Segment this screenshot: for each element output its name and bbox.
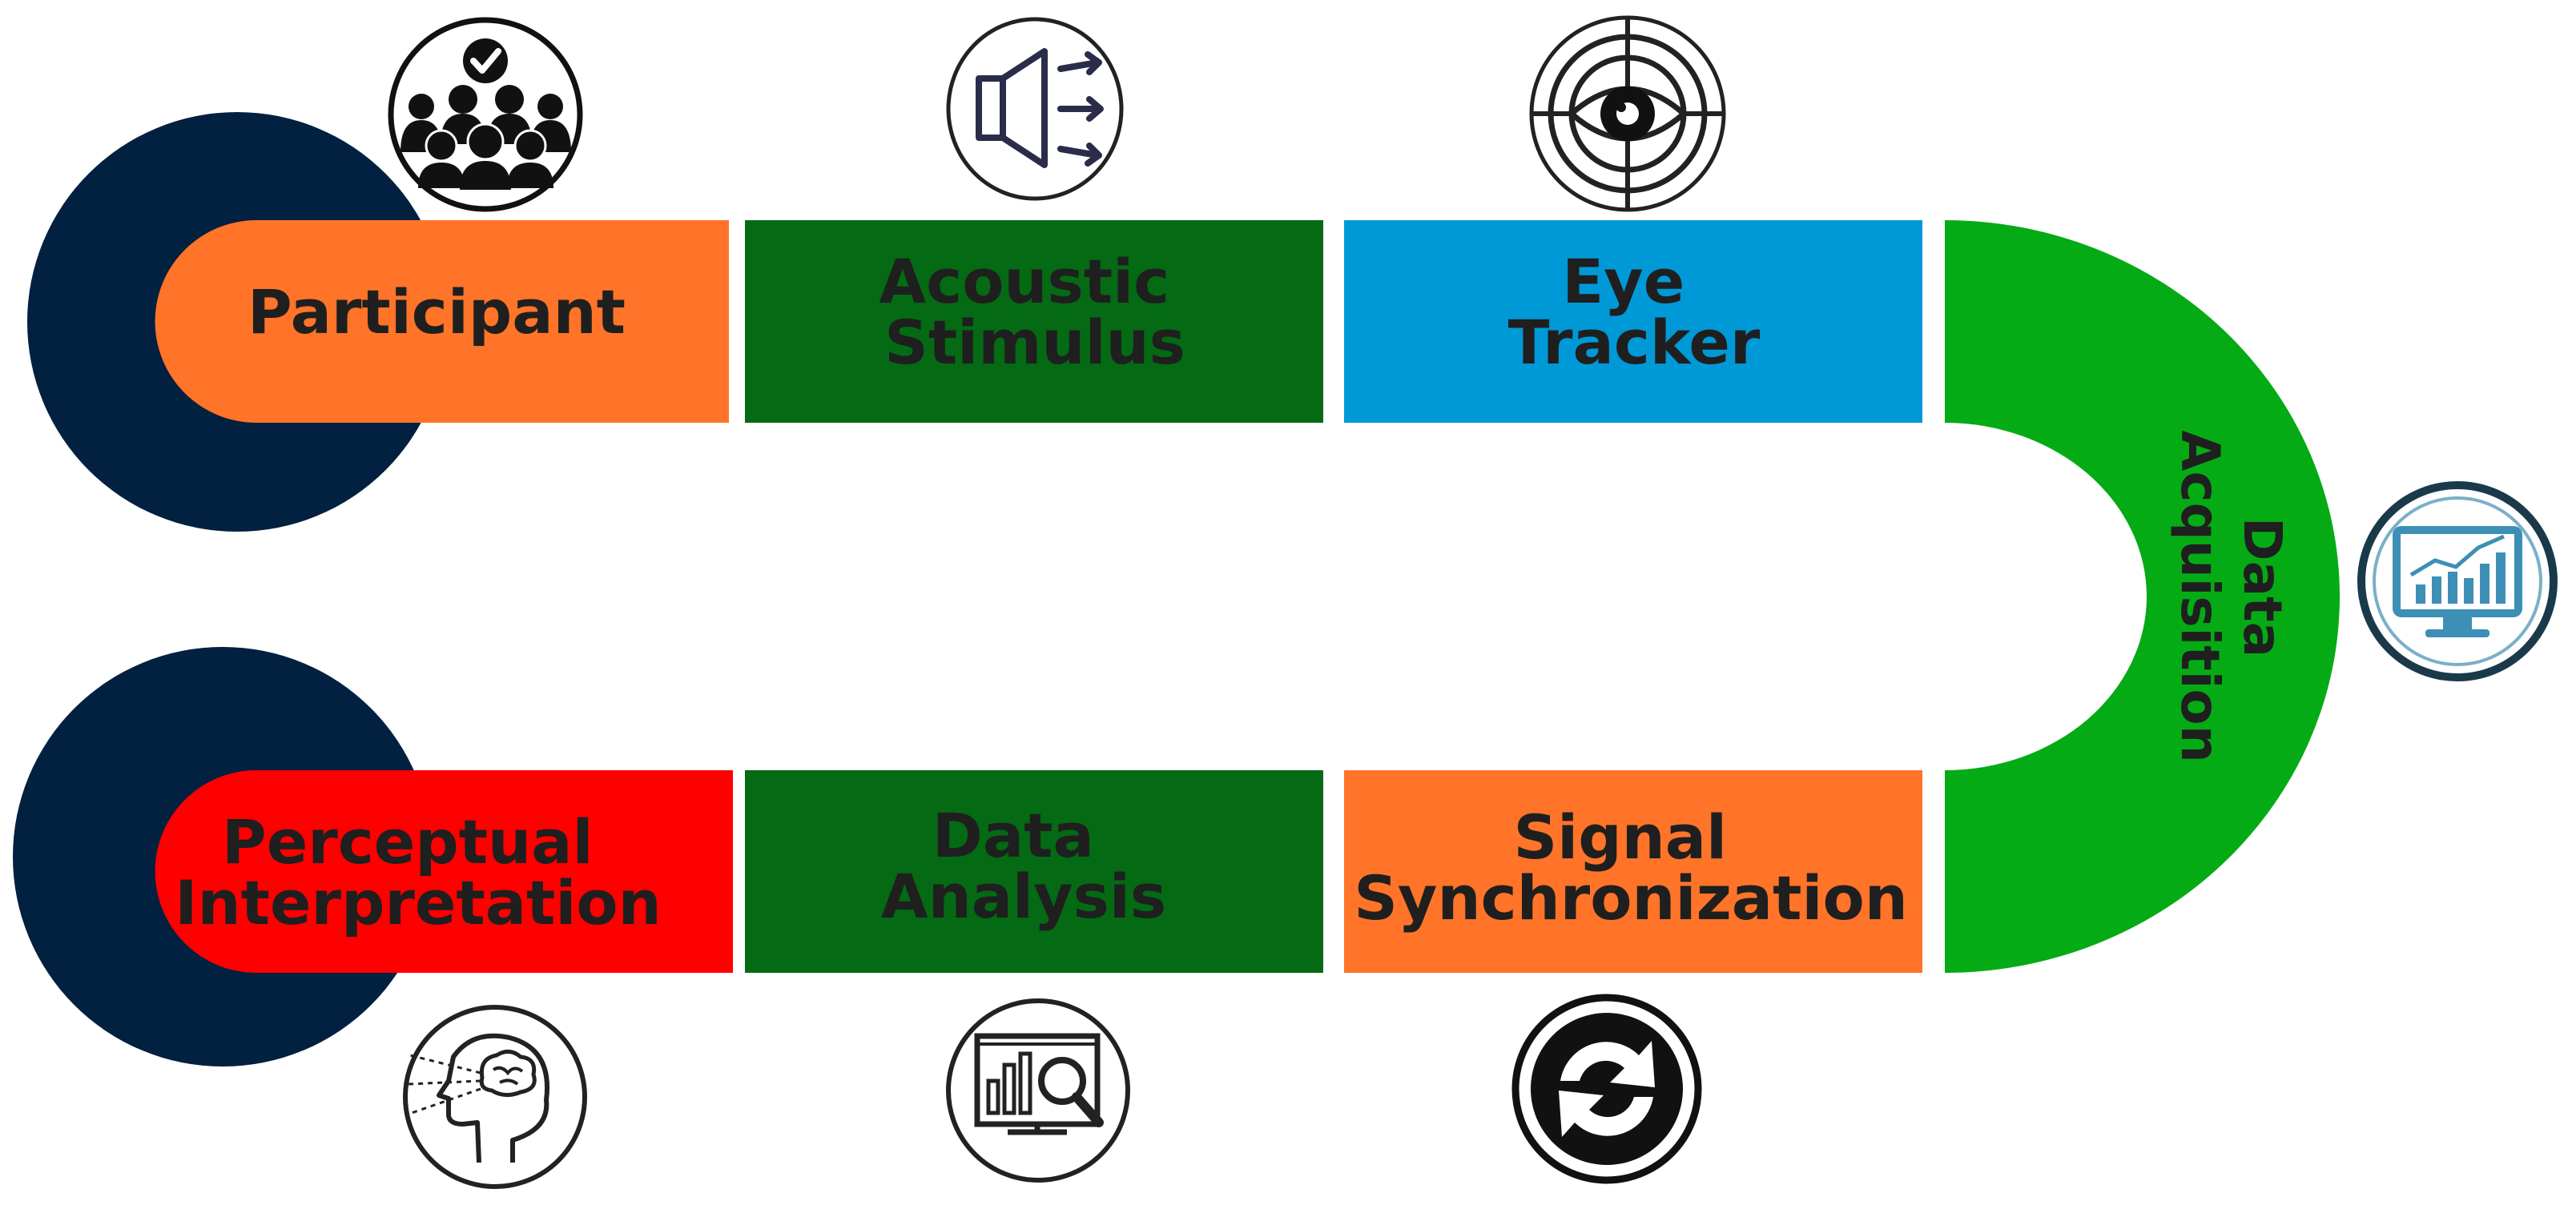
- data-acquisition-label: Data Acquisition: [2169, 430, 2293, 762]
- perceptual-interpretation-label: Perceptual Interpretation: [175, 806, 661, 938]
- chart-magnifier-icon: [946, 998, 1130, 1183]
- signal-synchronization-label: Signal Synchronization: [1354, 801, 1908, 934]
- monitor-chart-icon: [2357, 481, 2558, 681]
- sync-arrows-icon: [1511, 994, 1702, 1184]
- perceptual-interpretation-block: [155, 770, 733, 973]
- head-brain-icon: [403, 1005, 587, 1189]
- participant-block: [155, 220, 730, 423]
- participant-label: Participant: [248, 276, 626, 347]
- signal-synchronization-block: [1344, 770, 1922, 973]
- eye-tracker-label: Eye Tracker: [1508, 246, 1761, 378]
- acoustic-stimulus-block: [745, 220, 1323, 423]
- eye-target-icon: [1529, 15, 1726, 212]
- data-acquisition-arc: [1945, 220, 2340, 973]
- acoustic-stimulus-label: Acoustic Stimulus: [879, 246, 1190, 378]
- participant-group-icon: [388, 17, 583, 212]
- data-analysis-label: Data Analysis: [881, 800, 1166, 932]
- speaker-icon: [946, 17, 1124, 201]
- data-analysis-block: [745, 770, 1323, 973]
- eye-tracker-block: [1344, 220, 1922, 423]
